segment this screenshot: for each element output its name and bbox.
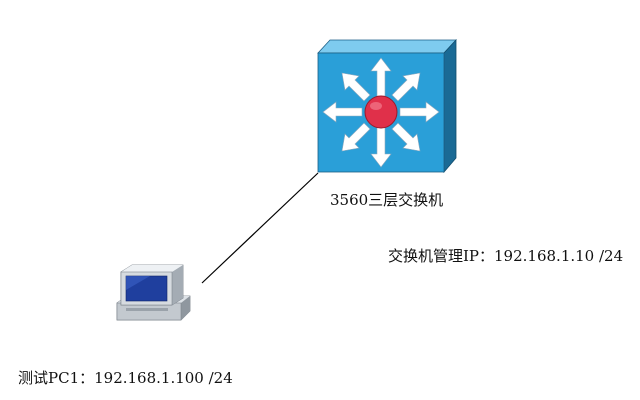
switch-management-ip-label: 交换机管理IP：192.168.1.10 /24 — [388, 247, 624, 265]
link-pc-switch — [201, 172, 319, 284]
switch-label: 3560三层交换机 — [330, 191, 444, 209]
layer3-switch-icon — [317, 38, 457, 174]
pc-label: 测试PC1：192.168.1.100 /24 — [18, 369, 233, 387]
pc-icon — [116, 264, 191, 321]
